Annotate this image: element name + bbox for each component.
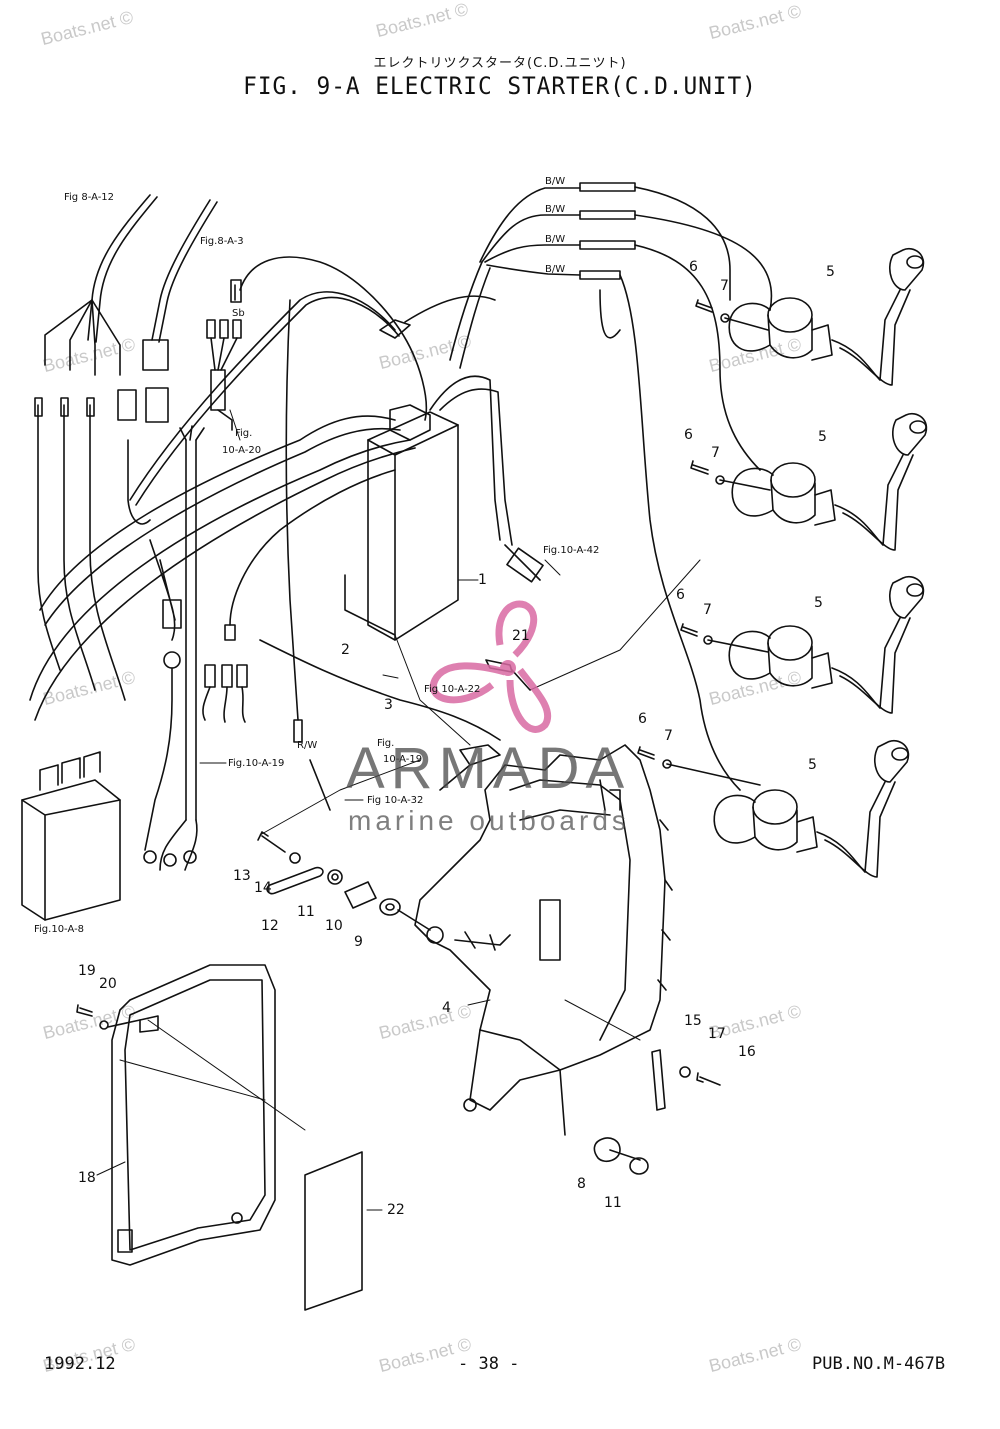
part-number: 3 <box>384 697 393 713</box>
footer-page-number: - 38 - <box>458 1354 520 1374</box>
part-number: 10 <box>325 918 343 934</box>
cd-unit <box>344 295 544 641</box>
part-number: 13 <box>233 868 251 884</box>
part-number: 20 <box>99 976 117 992</box>
part-number: 15 <box>684 1013 702 1029</box>
leader-lines <box>96 409 701 1211</box>
ignition-coil-wires <box>449 182 773 791</box>
part-number: 12 <box>261 918 279 934</box>
cover-bolt <box>76 1004 141 1030</box>
part-number: 21 <box>512 628 530 644</box>
mounting-bracket <box>414 744 673 1112</box>
ref-fig-8-a-3: Fig.8-A-3 <box>200 236 244 247</box>
rectifier-regulator <box>21 751 121 921</box>
ref-fig-10-a-22: Fig 10-A-22 <box>424 684 480 695</box>
ref-fig-10-a-20: 10-A-20 <box>222 445 261 456</box>
part-number: 2 <box>341 642 350 658</box>
part-number: 14 <box>254 880 272 896</box>
ignition-coil-2 <box>731 413 928 551</box>
coil-bolts <box>637 299 771 786</box>
part-number: 5 <box>826 264 835 280</box>
caution-label <box>304 1151 363 1311</box>
title-japanese: エレクトリツクスタータ(C.D.ユニツト) <box>373 56 627 71</box>
part-number: 7 <box>703 602 712 618</box>
propeller-logo <box>429 600 552 733</box>
brand-watermark: ARMADA <box>346 736 631 801</box>
part-number: 18 <box>78 1170 96 1186</box>
ref-fig-10-a-32: Fig 10-A-32 <box>367 795 423 806</box>
part-number: 4 <box>442 1000 451 1016</box>
part-number: 6 <box>638 711 647 727</box>
part-number: 11 <box>297 904 315 920</box>
ref-fig-10-a-42: Fig.10-A-42 <box>543 545 599 556</box>
part-number-callouts: 1 2 3 4 5 5 5 5 6 6 6 6 7 7 7 7 8 9 10 1… <box>78 259 835 1218</box>
wire-label-sb: Sb <box>232 308 245 319</box>
ignition-coil-1 <box>728 248 925 386</box>
brand-tagline: marine outboards <box>348 805 630 836</box>
ref-fig-10-a-19: Fig.10-A-19 <box>228 758 284 769</box>
part-number: 5 <box>818 429 827 445</box>
part-number: 7 <box>711 445 720 461</box>
cd-unit-cover <box>111 964 276 1266</box>
wire-label-bw: B/W <box>545 234 565 245</box>
part-number: 22 <box>387 1202 405 1218</box>
part-number: 5 <box>808 757 817 773</box>
wire-label-bw: B/W <box>545 176 565 187</box>
ref-fig-10-a-19: Fig. <box>377 738 394 749</box>
part-number: 5 <box>814 595 823 611</box>
ref-fig-10-a-20: Fig. <box>235 428 252 439</box>
part-number: 19 <box>78 963 96 979</box>
part-number: 6 <box>684 427 693 443</box>
wire-label-bw: B/W <box>545 264 565 275</box>
part-number: 17 <box>708 1026 726 1042</box>
ref-fig-10-a-8: Fig.10-A-8 <box>34 924 84 935</box>
part-number: 11 <box>604 1195 622 1211</box>
wire-label-bw: B/W <box>545 204 565 215</box>
footer-date: 1992.12 <box>44 1354 116 1374</box>
ignition-coil-4 <box>713 740 910 878</box>
part-number: 6 <box>689 259 698 275</box>
part-number: 7 <box>720 278 729 294</box>
wire-harness-left <box>29 194 501 871</box>
part-number: 16 <box>738 1044 756 1060</box>
part-number: 1 <box>478 572 487 588</box>
ignition-coil-3 <box>728 576 925 714</box>
ref-fig-8-a-12: Fig 8-A-12 <box>64 192 114 203</box>
figure-title: FIG. 9-A ELECTRIC STARTER(C.D.UNIT) <box>243 72 757 100</box>
part-number: 6 <box>676 587 685 603</box>
part-number: 8 <box>577 1176 586 1192</box>
wire-label-rw: R/W <box>297 740 317 751</box>
part-number: 7 <box>664 728 673 744</box>
ref-fig-10-a-19: 10-A-19 <box>383 754 422 765</box>
footer-publication-number: PUB.NO.M-467B <box>812 1354 946 1374</box>
part-number: 9 <box>354 934 363 950</box>
